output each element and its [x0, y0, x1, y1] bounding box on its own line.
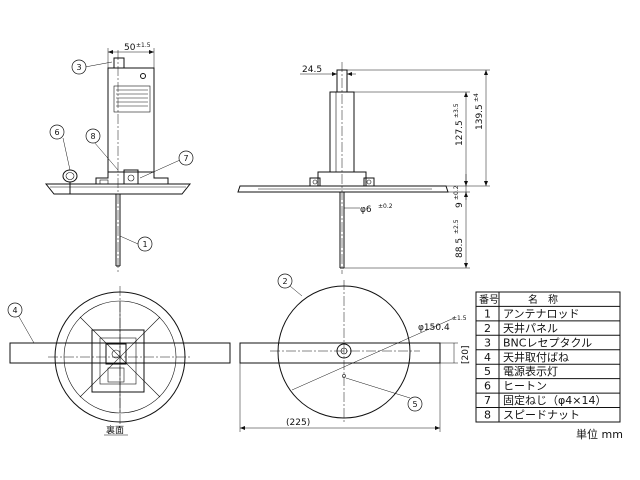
parts-table-row-no: 3 — [484, 336, 491, 349]
back-center-box — [91, 329, 145, 393]
parts-table-header-name: 名 称 — [528, 293, 558, 306]
dim-rod-88-5: 88.5 — [455, 238, 465, 258]
svg-text:±0.2: ±0.2 — [453, 185, 460, 200]
parts-table-row-no: 2 — [484, 322, 491, 335]
parts-table-row-no: 4 — [484, 351, 491, 364]
parts-table-row-name: 固定ねじ（φ4×14） — [503, 393, 606, 407]
svg-text:7: 7 — [183, 154, 188, 163]
parts-table-row-name: ヒートン — [503, 380, 547, 393]
parts-table-row-name: スピードナット — [503, 409, 580, 422]
parts-table-row-no: 5 — [484, 365, 491, 378]
front-hook — [62, 169, 78, 194]
dim-disc-dia: φ150.4 — [418, 323, 450, 333]
dim-height-127-5: 127.5 — [455, 120, 465, 146]
svg-text:±2.5: ±2.5 — [453, 219, 460, 234]
parts-table-row-name: アンテナロッド — [503, 307, 580, 320]
side-view: 24.5 139.5 ±4 127.5 ±3.5 9 ±0.2 88.5 ±2.… — [237, 62, 490, 274]
parts-table-row-no: 6 — [484, 380, 491, 393]
front-body — [107, 67, 155, 173]
dim-bracket-20: [20] — [461, 346, 471, 364]
svg-text:1: 1 — [142, 240, 147, 249]
svg-text:8: 8 — [90, 132, 95, 141]
parts-table-row-no: 8 — [484, 409, 491, 422]
svg-text:3: 3 — [76, 63, 81, 72]
front-view: 50 ±1.5 — [44, 42, 192, 272]
back-view: 裏面 — [9, 286, 231, 436]
front-label — [113, 85, 151, 113]
front-bnc — [113, 57, 125, 69]
top-spring — [239, 342, 441, 364]
bubble-2: 2 — [277, 273, 293, 289]
parts-table-row-no: 1 — [484, 307, 491, 320]
dim-width-50-tol: ±1.5 — [136, 42, 151, 49]
parts-table-row-name: 電源表示灯 — [503, 364, 558, 378]
top-view: φ150.4 ±1.5 (225) [20] — [239, 280, 471, 432]
parts-table-header-no: 番号 — [479, 294, 499, 306]
parts-table-row-no: 7 — [484, 394, 491, 407]
parts-table-row-name: 天井取付ばね — [503, 350, 569, 364]
caption-back: 裏面 — [106, 424, 124, 436]
svg-text:5: 5 — [412, 400, 417, 409]
bubble-1: 1 — [137, 236, 153, 252]
dim-offset-24-5: 24.5 — [302, 65, 322, 75]
svg-text:2: 2 — [282, 277, 287, 286]
dim-rod-dia: φ6 — [360, 205, 372, 215]
bubble-3: 3 — [71, 59, 87, 75]
parts-table-row-name: 天井パネル — [503, 321, 558, 335]
bubble-5: 5 — [407, 396, 423, 412]
svg-text:±1.5: ±1.5 — [452, 315, 467, 322]
bubble-4: 4 — [7, 302, 23, 318]
dim-height-139-5: 139.5 — [475, 104, 485, 130]
parts-table-row-name: BNCレセプタクル — [503, 336, 592, 349]
front-plate — [44, 183, 192, 195]
dim-plate-9: 9 — [455, 202, 465, 208]
svg-text:±3.5: ±3.5 — [453, 103, 460, 118]
bubble-8: 8 — [85, 128, 101, 144]
svg-text:4: 4 — [12, 306, 17, 315]
unit-label: 単位 mm — [576, 427, 623, 441]
front-indicator-lamp — [140, 73, 146, 79]
dim-span-225: (225) — [286, 418, 310, 428]
svg-text:6: 6 — [54, 128, 59, 137]
svg-text:±4: ±4 — [473, 93, 480, 102]
dim-width-50: 50 — [124, 43, 136, 53]
bubble-6: 6 — [49, 124, 65, 140]
svg-text:±0.2: ±0.2 — [378, 203, 393, 210]
bubble-7: 7 — [178, 150, 194, 166]
